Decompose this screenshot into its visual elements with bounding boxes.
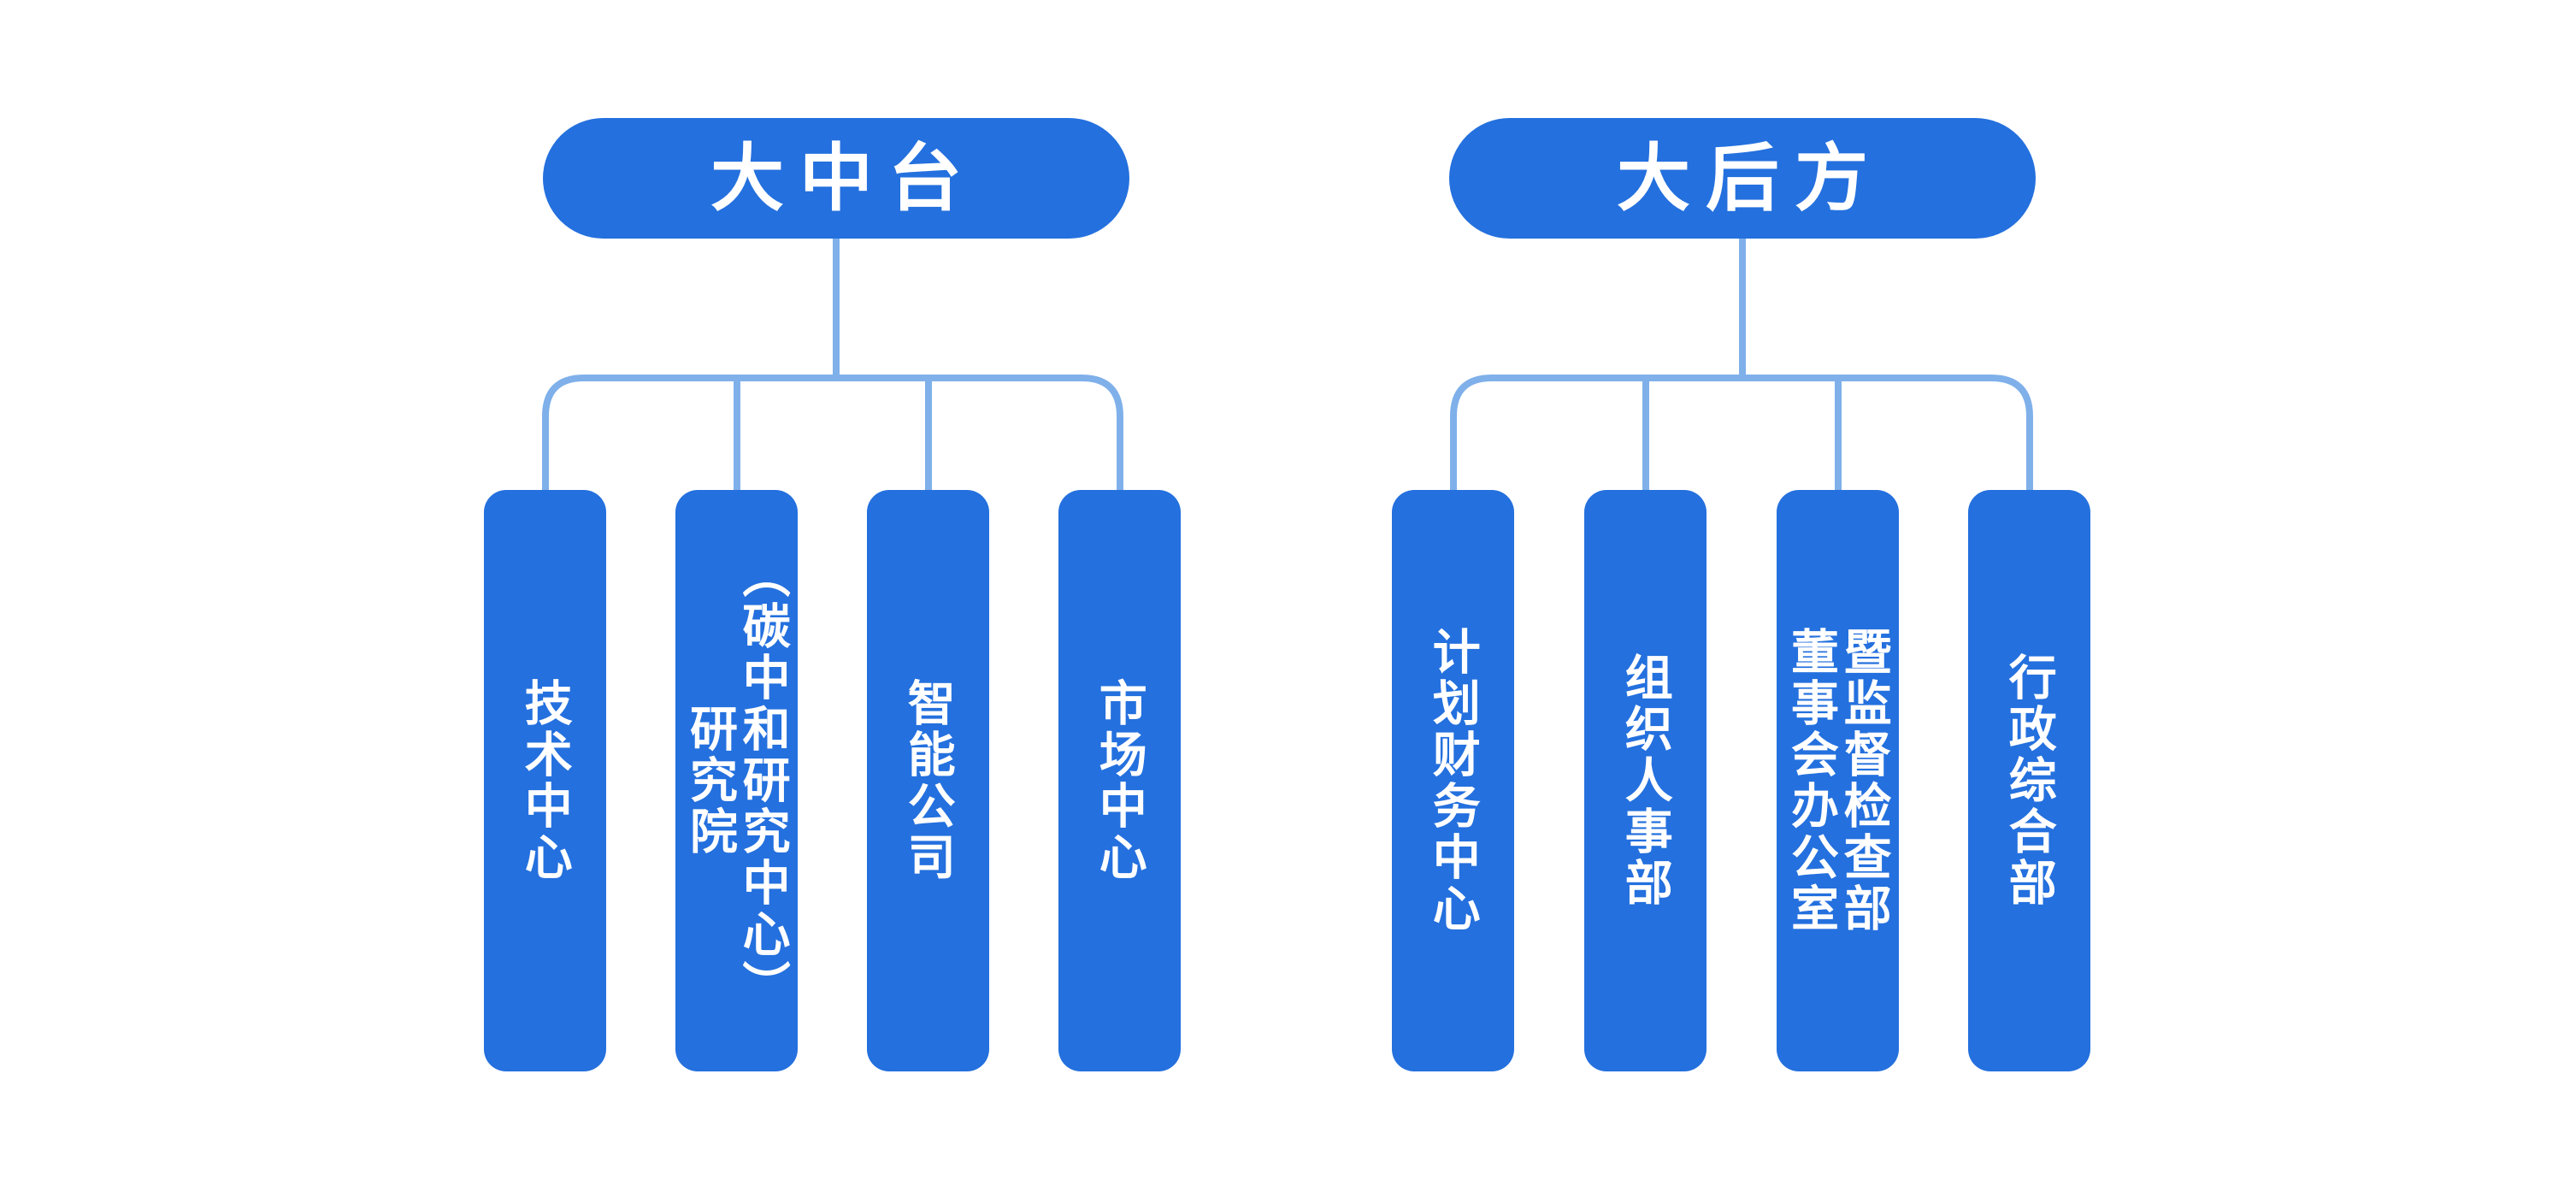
parent-node-label: 大后方: [1617, 137, 1883, 220]
child-node-label: 组织人事部: [1618, 652, 1673, 909]
child-node-label: 董事会办公室 暨监督检查部: [1784, 627, 1892, 935]
child-node-label: 技术中心: [518, 678, 573, 883]
child-node-label: 研究院 （碳中和研究中心）: [683, 550, 791, 1012]
parent-node-dahoufang: 大后方: [1449, 118, 2036, 239]
child-node-dongshihui-bangongshi: 董事会办公室 暨监督检查部: [1777, 490, 1899, 1071]
child-node-jihua-caiwu-zhongxin: 计划财务中心: [1392, 490, 1514, 1071]
connector-group-left: [542, 239, 1123, 490]
child-node-jishu-zhongxin: 技术中心: [484, 490, 606, 1071]
parent-node-dazhongtai: 大中台: [543, 118, 1129, 239]
child-node-xingzheng-zonghe-bu: 行政综合部: [1968, 490, 2090, 1071]
child-node-yanjiuyuan: 研究院 （碳中和研究中心）: [675, 490, 798, 1071]
child-node-label: 智能公司: [901, 678, 956, 883]
parent-node-label: 大中台: [710, 137, 977, 220]
connector-group-right: [1450, 239, 2033, 490]
bus-line: [1450, 375, 2033, 490]
child-node-zuzhi-renshi-bu: 组织人事部: [1584, 490, 1707, 1071]
child-node-label: 行政综合部: [2002, 652, 2057, 909]
bus-line: [542, 375, 1123, 490]
child-node-zhineng-gongsi: 智能公司: [867, 490, 989, 1071]
child-node-shichang-zhongxin: 市场中心: [1058, 490, 1181, 1071]
child-node-label: 计划财务中心: [1426, 627, 1481, 935]
child-node-label: 市场中心: [1093, 678, 1147, 883]
